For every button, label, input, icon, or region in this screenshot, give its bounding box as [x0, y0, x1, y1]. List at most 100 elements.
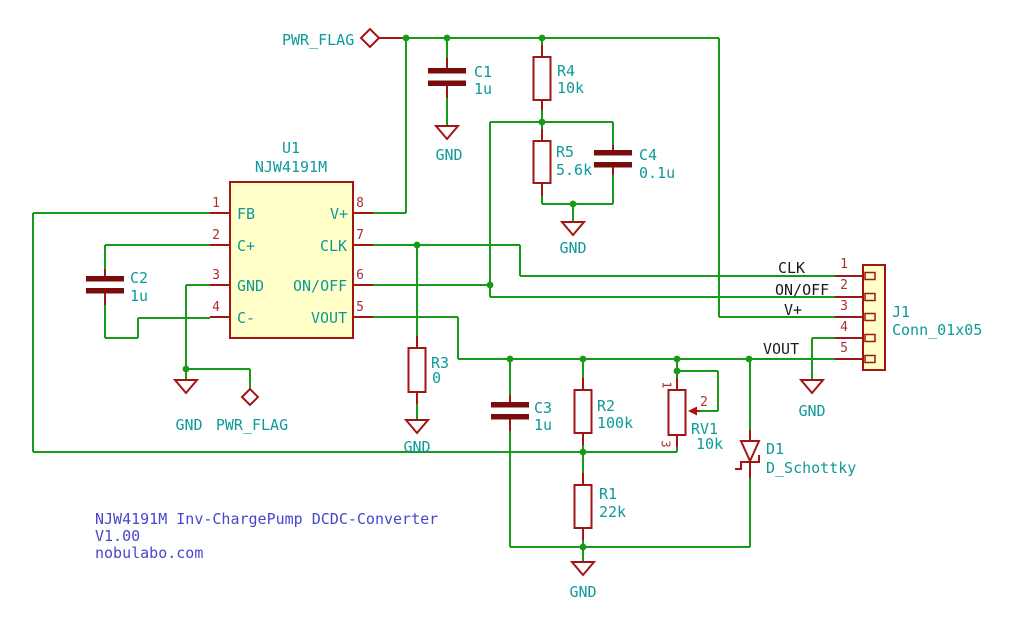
- gnd-symbol: [433, 125, 461, 141]
- junction-dot: [569, 200, 577, 208]
- ic-pin-number: 5: [356, 300, 364, 315]
- ref-r2: R2: [597, 397, 616, 415]
- pwr-flag-label: PWR_FLAG: [282, 31, 355, 49]
- connector-pin-notch: [864, 312, 876, 322]
- resistor-r4-body: [532, 56, 552, 101]
- gnd-symbol: [559, 221, 587, 237]
- pwr-flag-symbol: [240, 387, 260, 407]
- resistor-r3-body: [407, 347, 427, 393]
- net-label-clk: CLK: [778, 259, 806, 277]
- pwr-flag-symbols: [240, 27, 381, 407]
- junction-dot: [402, 34, 410, 42]
- value-c3: 1u: [534, 416, 553, 434]
- ic-pin-number: 1: [212, 196, 220, 211]
- value-r1: 22k: [599, 503, 627, 521]
- title-line1: NJW4191M Inv-ChargePump DCDC-Converter: [95, 510, 439, 528]
- capacitors: [86, 68, 632, 420]
- connector-pin-notch: [864, 292, 876, 302]
- junction-dot: [579, 543, 587, 551]
- title-line2: V1.00: [95, 527, 141, 545]
- ic-pin-number: 6: [356, 268, 364, 283]
- pwr-flag-symbol: [359, 27, 381, 49]
- junction-dot: [579, 355, 587, 363]
- ref-r3: R3: [431, 354, 450, 372]
- junction-dot: [673, 367, 681, 375]
- value-c4: 0.1u: [639, 164, 676, 182]
- gnd-symbol: [172, 379, 200, 395]
- junction-dot: [538, 34, 546, 42]
- ic-pin-name-cminus: C-: [237, 309, 256, 327]
- resistor-r1-body: [573, 484, 593, 529]
- gnd-label: GND: [798, 402, 826, 420]
- junction-dot: [538, 118, 546, 126]
- gnd-label: GND: [175, 416, 203, 434]
- value-rv1: 10k: [696, 435, 724, 453]
- rv1-pin1-number: 1: [659, 381, 674, 389]
- ref-c2: C2: [130, 269, 149, 287]
- junction-dot: [745, 355, 753, 363]
- ic-value: NJW4191M: [254, 158, 328, 176]
- j1-pin-number: 4: [840, 320, 848, 335]
- capacitor-c3-plate: [491, 414, 529, 420]
- value-c1: 1u: [474, 80, 493, 98]
- component-pins: [104, 37, 863, 540]
- ref-j1: J1: [892, 303, 911, 321]
- connector-j1-symbol: [862, 264, 886, 371]
- ic-pin-number: 4: [212, 300, 220, 315]
- junction-dot: [486, 281, 494, 289]
- junction-dot: [443, 34, 451, 42]
- ref-c3: C3: [534, 399, 553, 417]
- connector-pin-notch: [864, 271, 876, 281]
- potentiometer-rv1-symbol: [667, 389, 697, 436]
- resistors: [407, 56, 593, 529]
- gnd-label: GND: [435, 146, 463, 164]
- net-label-onoff: ON/OFF: [775, 281, 830, 299]
- wire: [32, 37, 835, 562]
- ic-pin-name-onoff: ON/OFF: [293, 277, 348, 295]
- ref-rv1: RV1: [691, 420, 719, 438]
- gnd-symbol: [403, 419, 431, 435]
- resistor-r5-body: [532, 140, 552, 184]
- rv1-pin3-number: 3: [658, 440, 673, 448]
- potentiometer-body: [667, 389, 687, 436]
- capacitor-c3-plate: [491, 402, 529, 408]
- ic-pin-name-clk: CLK: [320, 237, 348, 255]
- ic-pin-number: 2: [212, 228, 220, 243]
- net-label-vplus: V+: [784, 301, 803, 319]
- ic-pin-name-fb: FB: [237, 205, 256, 223]
- ic-body: [229, 181, 354, 339]
- junction-dot: [579, 448, 587, 456]
- value-r5: 5.6k: [556, 161, 593, 179]
- gnd-label: GND: [403, 438, 431, 456]
- diode-triangle: [739, 440, 761, 464]
- connector-pin-notch: [864, 354, 876, 364]
- ic-pin-number: 3: [212, 268, 220, 283]
- title-line3: nobulabo.com: [95, 544, 204, 562]
- rv1-pin2-number: 2: [700, 395, 708, 410]
- j1-pin-number: 2: [840, 278, 848, 293]
- ref-r4: R4: [557, 62, 576, 80]
- j1-pin-number: 5: [840, 341, 848, 356]
- capacitor-c4-plate: [594, 162, 632, 168]
- ref-c4: C4: [639, 146, 658, 164]
- capacitor-c4-plate: [594, 150, 632, 156]
- value-r4: 10k: [557, 79, 585, 97]
- connector-pin-notch: [864, 333, 876, 343]
- capacitor-c1-plate: [428, 68, 466, 74]
- ic-ref: U1: [281, 139, 301, 157]
- value-c2: 1u: [130, 287, 149, 305]
- gnd-symbol: [569, 561, 597, 577]
- connector-body: [862, 264, 886, 371]
- junction-dot: [673, 355, 681, 363]
- value-d1: D_Schottky: [766, 459, 857, 477]
- value-r2: 100k: [597, 414, 634, 432]
- value-j1: Conn_01x05: [892, 321, 983, 339]
- ref-r1: R1: [599, 485, 618, 503]
- gnd-label: GND: [569, 583, 597, 601]
- wiper-arrow: [688, 406, 697, 416]
- ic-pin-number: 7: [356, 228, 364, 243]
- ic-pin-number: 8: [356, 196, 364, 211]
- capacitor-c1-plate: [428, 80, 466, 86]
